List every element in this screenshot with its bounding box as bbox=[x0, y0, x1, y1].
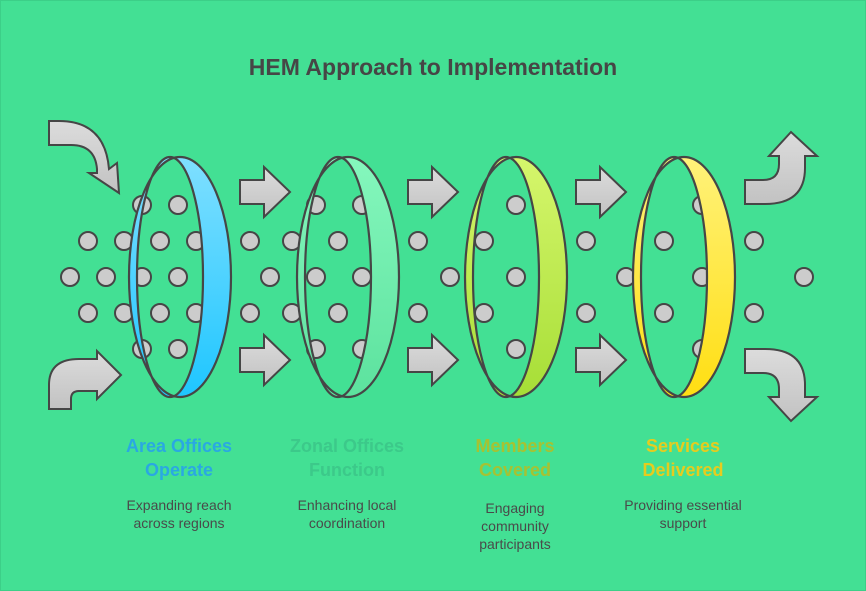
dot bbox=[408, 303, 428, 323]
desc-line: participants bbox=[479, 536, 551, 552]
dot bbox=[408, 231, 428, 251]
arrow-right-icon bbox=[239, 332, 292, 388]
dot bbox=[168, 195, 188, 215]
step-title-line: Covered bbox=[478, 460, 552, 480]
desc-line: support bbox=[659, 515, 707, 531]
dot bbox=[474, 231, 494, 251]
curved-arrow-icon bbox=[744, 348, 820, 423]
dot bbox=[150, 231, 170, 251]
dot bbox=[794, 267, 814, 287]
dot bbox=[440, 267, 460, 287]
dot bbox=[168, 339, 188, 359]
dot bbox=[240, 303, 260, 323]
dot bbox=[78, 231, 98, 251]
dot bbox=[240, 231, 260, 251]
dot bbox=[474, 303, 494, 323]
step-title-line: Operate bbox=[144, 460, 214, 480]
dot bbox=[506, 339, 526, 359]
step-title-line: Function bbox=[309, 460, 385, 480]
step-title-line: Services bbox=[645, 436, 721, 456]
desc-line: coordination bbox=[308, 515, 386, 531]
step-title-line: Area Offices bbox=[125, 436, 233, 456]
desc-line: Expanding reach bbox=[126, 497, 232, 513]
dot bbox=[654, 303, 674, 323]
desc-line: Enhancing local bbox=[297, 497, 397, 513]
step-title-line: Zonal Offices bbox=[289, 436, 405, 456]
step-description: Expanding reach across regions bbox=[99, 496, 259, 532]
dot bbox=[352, 267, 372, 287]
dot bbox=[506, 267, 526, 287]
arrow-right-icon bbox=[407, 164, 460, 220]
dot bbox=[168, 267, 188, 287]
ring-icon bbox=[631, 155, 737, 399]
desc-line: across regions bbox=[133, 515, 225, 531]
dot bbox=[150, 303, 170, 323]
arrow-right-icon bbox=[575, 332, 628, 388]
dot bbox=[306, 267, 326, 287]
dot bbox=[506, 195, 526, 215]
step-title-line: Delivered bbox=[642, 460, 724, 480]
step-title-line: Members bbox=[475, 436, 555, 456]
dot bbox=[744, 231, 764, 251]
curved-arrow-icon bbox=[744, 130, 820, 205]
arrow-right-icon bbox=[239, 164, 292, 220]
dot bbox=[576, 231, 596, 251]
curved-arrow-icon bbox=[48, 348, 123, 410]
dot bbox=[78, 303, 98, 323]
dot bbox=[328, 231, 348, 251]
dot bbox=[654, 231, 674, 251]
dot bbox=[96, 267, 116, 287]
dot bbox=[260, 267, 280, 287]
dot bbox=[60, 267, 80, 287]
step-description: Providing essential support bbox=[603, 496, 763, 532]
arrow-right-icon bbox=[575, 164, 628, 220]
step-description: Enhancing local coordination bbox=[267, 496, 427, 532]
desc-line: Providing essential bbox=[624, 497, 742, 513]
curved-arrow-icon bbox=[48, 120, 121, 195]
desc-line: Engaging bbox=[485, 500, 545, 516]
dot bbox=[744, 303, 764, 323]
arrow-right-icon bbox=[407, 332, 460, 388]
ring-icon bbox=[295, 155, 401, 399]
dot bbox=[576, 303, 596, 323]
page-title: HEM Approach to Implementation bbox=[248, 54, 618, 80]
step-description: Engaging community participants bbox=[435, 499, 595, 553]
ring-icon bbox=[463, 155, 569, 399]
dot bbox=[328, 303, 348, 323]
ring-icon bbox=[127, 155, 233, 399]
desc-line: community bbox=[481, 518, 549, 534]
